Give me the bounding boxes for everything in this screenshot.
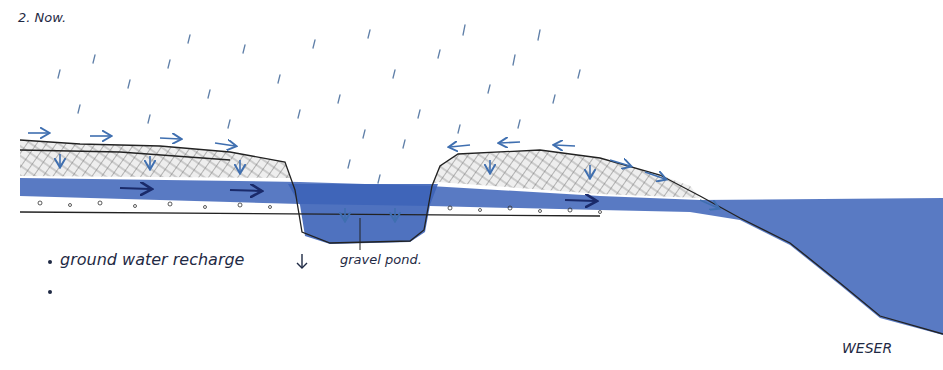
annotation-note: ground water recharge [60,250,244,269]
sketch-heading: 2. Now. [18,10,66,25]
groundwater [20,178,943,335]
river-name: WESER [842,340,892,356]
pond-label: gravel pond. [340,252,422,267]
